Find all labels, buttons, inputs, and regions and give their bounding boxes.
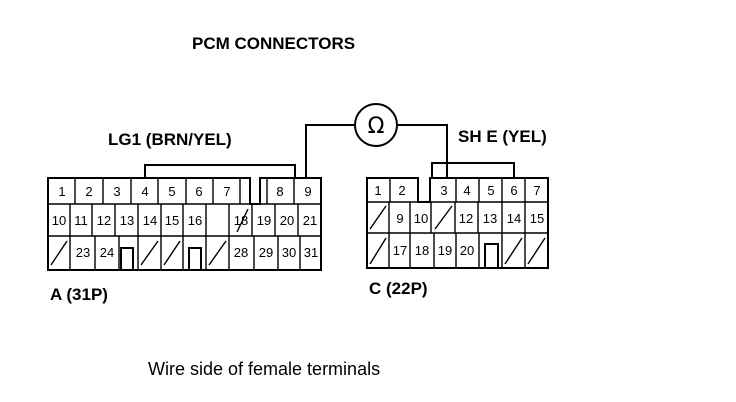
pin-label: 1 xyxy=(58,184,65,199)
pin-label: 24 xyxy=(100,245,114,260)
pin-label: 7 xyxy=(533,183,540,198)
connector-a-housing xyxy=(47,177,322,271)
pin-label: 13 xyxy=(483,211,497,226)
pin-label: 7 xyxy=(223,184,230,199)
pin-label: 19 xyxy=(438,243,452,258)
probe-lead-right xyxy=(397,124,448,178)
pin-label: 12 xyxy=(459,211,473,226)
connector-c-label: C (22P) xyxy=(369,279,428,298)
pin-label: 3 xyxy=(113,184,120,199)
connector-a-label: A (31P) xyxy=(50,285,108,304)
ohm-icon: Ω xyxy=(368,114,385,139)
pin-label: 11 xyxy=(74,213,88,228)
pin-label: 4 xyxy=(141,184,148,199)
pin-label: 31 xyxy=(304,245,318,260)
pin-label: 28 xyxy=(234,245,248,260)
pin-label: 5 xyxy=(168,184,175,199)
pin-label: 21 xyxy=(303,213,317,228)
pin-label: 10 xyxy=(52,213,66,228)
connector-a-lock-tab xyxy=(144,164,296,178)
wire-label-lg1: LG1 (BRN/YEL) xyxy=(108,130,232,149)
connector-c-lock-tab xyxy=(431,162,515,178)
pin-label: 6 xyxy=(195,184,202,199)
pin-label: 18 xyxy=(234,213,248,228)
pin-label: 23 xyxy=(76,245,90,260)
pin-label: 14 xyxy=(507,211,521,226)
pin-label: 20 xyxy=(280,213,294,228)
pin-label: 20 xyxy=(460,243,474,258)
diagram-caption: Wire side of female terminals xyxy=(148,359,380,379)
pin-label: 1 xyxy=(374,183,381,198)
pin-label: 12 xyxy=(97,213,111,228)
pin-label: 9 xyxy=(396,211,403,226)
pin-label: 4 xyxy=(463,183,470,198)
pin-label: 8 xyxy=(276,184,283,199)
pin-label: 6 xyxy=(510,183,517,198)
connector-c xyxy=(366,162,549,269)
pin-label: 15 xyxy=(530,211,544,226)
probe-lead-left xyxy=(305,124,355,178)
pin-label: 14 xyxy=(143,213,157,228)
pin-label: 16 xyxy=(188,213,202,228)
pin-label: 5 xyxy=(487,183,494,198)
pin-label: 2 xyxy=(85,184,92,199)
connector-c-housing xyxy=(366,177,549,269)
pin-label: 2 xyxy=(398,183,405,198)
wire-label-she: SH E (YEL) xyxy=(458,127,547,146)
pin-label: 13 xyxy=(120,213,134,228)
pin-label: 10 xyxy=(414,211,428,226)
diagram-title: PCM CONNECTORS xyxy=(192,34,355,53)
pin-label: 9 xyxy=(304,184,311,199)
pin-label: 18 xyxy=(415,243,429,258)
pin-label: 30 xyxy=(282,245,296,260)
pin-label: 29 xyxy=(259,245,273,260)
pin-label: 19 xyxy=(257,213,271,228)
pin-label: 3 xyxy=(440,183,447,198)
pin-label: 15 xyxy=(165,213,179,228)
connector-a xyxy=(47,164,322,271)
pin-label: 17 xyxy=(393,243,407,258)
